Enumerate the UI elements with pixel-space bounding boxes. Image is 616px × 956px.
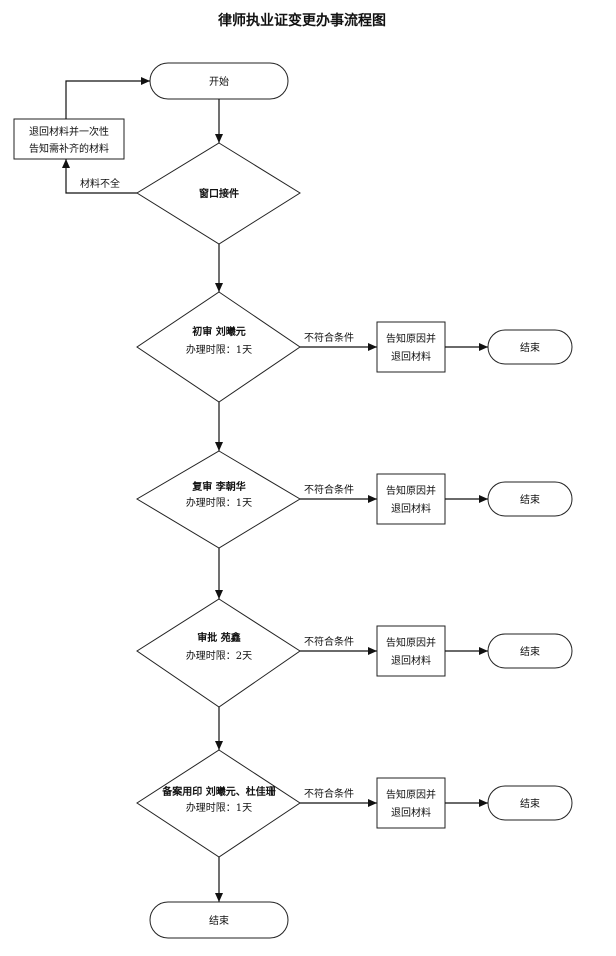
step4-reject-label: 不符合条件 (304, 787, 354, 800)
end-terminal (149, 901, 289, 939)
step4-reject-line1: 告知原因并 (386, 788, 436, 801)
step3-end-label: 结束 (520, 645, 540, 658)
step2-end-label: 结束 (520, 493, 540, 506)
step4-end-terminal (487, 785, 573, 821)
step2-reject-label: 不符合条件 (304, 483, 354, 496)
step3-limit: 办理时限：2天 (186, 649, 252, 662)
step1-title: 初审 刘曦元 (192, 325, 245, 338)
step2-reject-box (376, 473, 446, 525)
step4-title: 备案用印 刘曦元、杜佳珊 (161, 785, 275, 798)
step2-reject-line2: 退回材料 (391, 502, 431, 515)
step3-reject-box (376, 625, 446, 677)
step1-reject-line1: 告知原因并 (386, 332, 436, 345)
step2-reject-line1: 告知原因并 (386, 484, 436, 497)
step1-reject-line2: 退回材料 (391, 350, 431, 363)
start-label: 开始 (209, 75, 229, 88)
step3-end-terminal (487, 633, 573, 669)
step1-limit: 办理时限：1天 (186, 343, 252, 356)
step2-end-terminal (487, 481, 573, 517)
step2-limit: 办理时限：1天 (186, 496, 252, 509)
step3-reject-line2: 退回材料 (391, 654, 431, 667)
step1-reject-label: 不符合条件 (304, 331, 354, 344)
page-title: 律师执业证变更办事流程图 (218, 12, 386, 29)
step4-reject-box (376, 777, 446, 829)
step3-title: 审批 苑鑫 (197, 631, 240, 644)
connector-window-return (62, 159, 137, 194)
window-label: 窗口接件 (199, 187, 239, 200)
return-box-line2: 告知需补齐的材料 (29, 142, 109, 155)
end-label: 结束 (209, 914, 229, 927)
step3-reject-line1: 告知原因并 (386, 636, 436, 649)
step3-reject-label: 不符合条件 (304, 635, 354, 648)
step4-end-label: 结束 (520, 797, 540, 810)
step4-reject-line2: 退回材料 (391, 806, 431, 819)
step1-end-label: 结束 (520, 341, 540, 354)
incomplete-label: 材料不全 (80, 177, 120, 190)
step1-end-terminal (487, 329, 573, 365)
step1-reject-box (376, 321, 446, 373)
step2-title: 复审 李朝华 (191, 480, 245, 493)
return-box-line1: 退回材料并一次性 (29, 125, 109, 138)
step4-limit: 办理时限：1天 (186, 801, 252, 814)
connector-return-start (65, 77, 150, 119)
